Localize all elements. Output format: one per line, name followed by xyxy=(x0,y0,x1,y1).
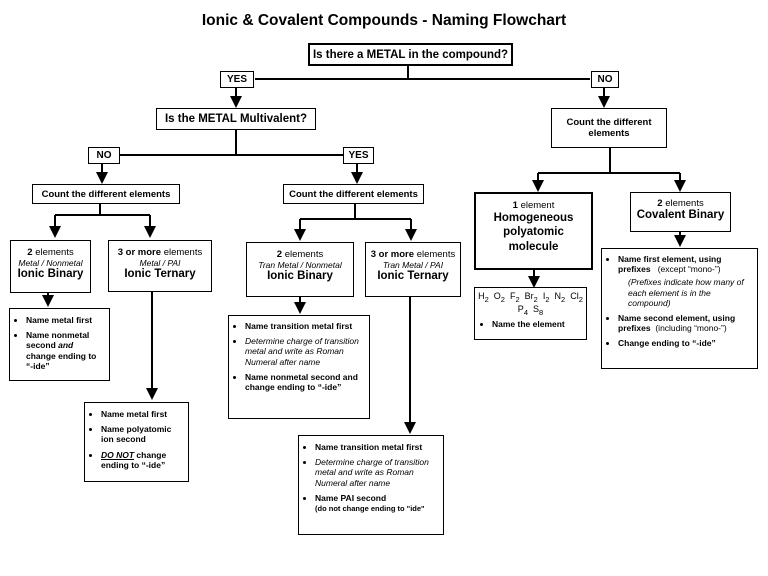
tran-ternary-box: 3 or more elements Tran Metal / PAI Ioni… xyxy=(365,242,461,297)
tran-binary-count: 2 xyxy=(276,249,283,260)
homogeneous-count: 1 xyxy=(512,200,518,211)
no-label-multivalent: NO xyxy=(88,147,120,164)
ionic-binary-name: Ionic Binary xyxy=(17,268,84,280)
covalent-binary-box: 2 elements Covalent Binary xyxy=(630,192,731,232)
homogeneous-box: 1 element Homogeneous polyatomic molecul… xyxy=(474,192,593,270)
yes-label-multivalent: YES xyxy=(343,147,374,164)
covalent-binary-elements: elements xyxy=(665,198,704,209)
tran-binary-name: Ionic Binary xyxy=(267,270,333,282)
tran-binary-steps: Name transition metal first Determine ch… xyxy=(228,315,370,419)
ionic-binary-elements: elements xyxy=(35,247,74,258)
step-item: Name transition metal first xyxy=(245,321,365,331)
step-item: Change ending to “-ide” xyxy=(618,338,753,348)
step-item: Name nonmetal second and change ending t… xyxy=(26,330,105,371)
tran-ternary-steps: Name transition metal first Determine ch… xyxy=(298,435,444,535)
step-item: Determine charge of transition metal and… xyxy=(315,457,439,488)
ionic-ternary-sub: Metal / PAI xyxy=(139,258,181,268)
covalent-binary-steps: Name first element, using prefixes (exce… xyxy=(601,248,758,369)
yes-label-top: YES xyxy=(220,71,254,88)
question-multivalent: Is the METAL Multivalent? xyxy=(156,108,316,130)
step-item: DO NOT change ending to “-ide” xyxy=(101,450,184,470)
step-item: Name metal first xyxy=(101,409,184,419)
step-item: Name transition metal first xyxy=(315,442,439,452)
step-item: Name PAI second(do not change ending to … xyxy=(315,493,439,513)
homogeneous-name: Homogeneous polyatomic molecule xyxy=(493,212,574,253)
page-title: Ionic & Covalent Compounds - Naming Flow… xyxy=(201,12,567,29)
ionic-ternary-name: Ionic Ternary xyxy=(124,268,196,280)
ionic-binary-sub: Metal / Nonmetal xyxy=(18,258,83,268)
step-item: Name second element, using prefixes (inc… xyxy=(618,313,753,333)
ionic-ternary-elements: elements xyxy=(163,247,203,258)
tran-binary-box: 2 elements Tran Metal / Nonmetal Ionic B… xyxy=(246,242,354,297)
homogeneous-formulas: H2 O2 F2 Br2 I2 N2 Cl2 P4 S8 Name the el… xyxy=(474,287,587,340)
ionic-ternary-box: 3 or more elements Metal / PAI Ionic Ter… xyxy=(108,240,212,292)
ionic-ternary-steps: Name metal first Name polyatomic ion sec… xyxy=(84,402,189,482)
no-label-top: NO xyxy=(591,71,619,88)
question-metal: Is there a METAL in the compound? xyxy=(308,43,513,66)
tran-ternary-sub: Tran Metal / PAI xyxy=(382,260,444,270)
ionic-binary-box: 2 elements Metal / Nonmetal Ionic Binary xyxy=(10,240,91,293)
count-elements-nometal: Count the different elements xyxy=(551,108,667,148)
step-item: Name metal first xyxy=(26,315,105,325)
tran-ternary-elements: elements xyxy=(416,249,456,260)
ionic-binary-count: 2 xyxy=(27,247,33,258)
homogeneous-elements: element xyxy=(520,200,555,211)
tran-ternary-count: 3 or more xyxy=(370,249,415,260)
ionic-ternary-count: 3 or more xyxy=(117,247,162,258)
step-item: Determine charge of transition metal and… xyxy=(245,336,365,367)
count-elements-middle: Count the different elements xyxy=(283,184,424,204)
step-item: Name the element xyxy=(492,319,583,329)
covalent-binary-count: 2 xyxy=(657,198,663,209)
step-item: Name nonmetal second and change ending t… xyxy=(245,372,365,392)
tran-binary-sub: Tran Metal / Nonmetal xyxy=(258,260,342,270)
formula-list: H2 O2 F2 Br2 I2 N2 Cl2 P4 S8 xyxy=(478,291,583,317)
covalent-binary-name: Covalent Binary xyxy=(636,209,725,221)
ionic-binary-steps: Name metal first Name nonmetal second an… xyxy=(9,308,110,381)
tran-ternary-name: Ionic Ternary xyxy=(377,270,449,282)
tran-binary-elements: elements xyxy=(284,249,324,260)
step-item: Name first element, using prefixes (exce… xyxy=(618,254,753,308)
step-item: Name polyatomic ion second xyxy=(101,424,184,444)
count-elements-left: Count the different elements xyxy=(32,184,180,204)
